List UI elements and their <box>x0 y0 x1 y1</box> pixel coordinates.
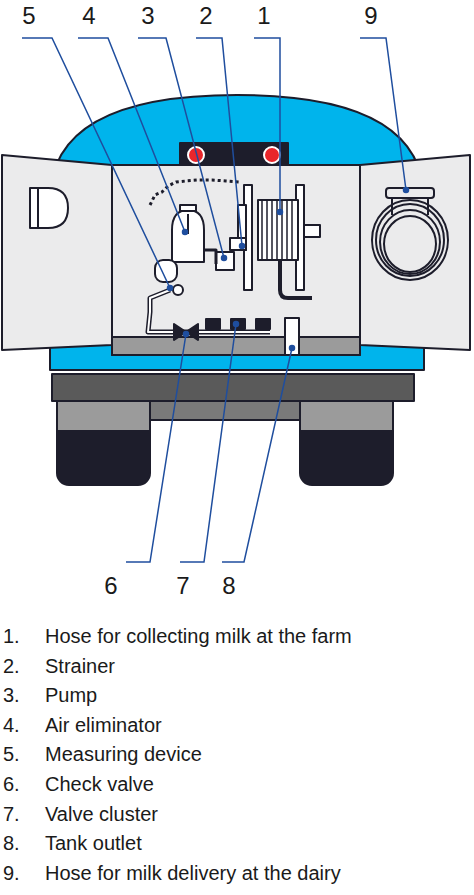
callout-number: 2 <box>191 4 221 28</box>
list-number: 6. <box>3 774 20 794</box>
list-number: 5. <box>3 744 20 764</box>
part-name: Air eliminator <box>45 715 162 735</box>
part-name: Hose for milk delivery at the dairy <box>45 863 341 883</box>
callout-number: 9 <box>356 4 386 28</box>
part-name: Strainer <box>45 656 115 676</box>
callout-number: 6 <box>96 574 126 598</box>
list-number: 7. <box>3 804 20 824</box>
list-number: 9. <box>3 863 20 883</box>
list-number: 2. <box>3 656 20 676</box>
callout-number: 1 <box>249 4 279 28</box>
part-name: Pump <box>45 685 97 705</box>
part-name: Valve cluster <box>45 804 158 824</box>
list-number: 3. <box>3 685 20 705</box>
callout-number: 7 <box>168 574 198 598</box>
callout-number: 8 <box>214 574 244 598</box>
part-name: Measuring device <box>45 744 202 764</box>
part-name: Tank outlet <box>45 833 142 853</box>
list-number: 4. <box>3 715 20 735</box>
part-name: Hose for collecting milk at the farm <box>45 626 352 646</box>
callout-number: 4 <box>74 4 104 28</box>
list-number: 1. <box>3 626 20 646</box>
truck-illustration <box>0 0 474 590</box>
part-name: Check valve <box>45 774 154 794</box>
callout-number: 5 <box>14 4 44 28</box>
callout-number: 3 <box>133 4 163 28</box>
list-number: 8. <box>3 833 20 853</box>
